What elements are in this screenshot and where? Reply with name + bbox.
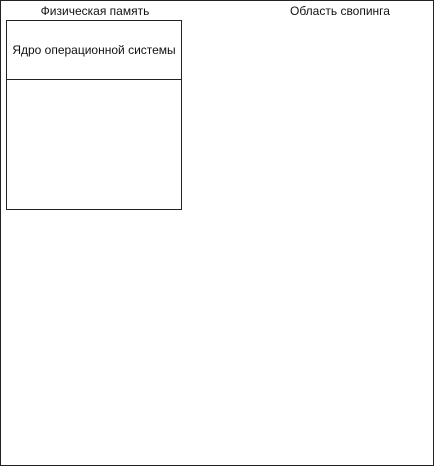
physical-memory-top: Ядро операционной системы bbox=[6, 20, 182, 210]
physical-memory-title: Физическая память bbox=[40, 4, 150, 18]
kernel-block-top: Ядро операционной системы bbox=[12, 43, 176, 57]
tmp bbox=[7, 79, 181, 80]
swap-area-title: Область свопинга bbox=[290, 4, 390, 18]
